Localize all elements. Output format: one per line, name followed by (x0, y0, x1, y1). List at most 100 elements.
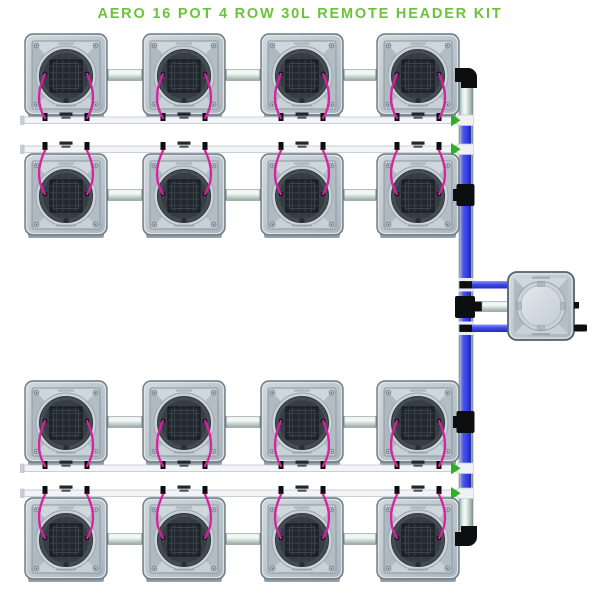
drain-pipe-horizontal (341, 416, 379, 428)
pot-lid-inner-edge (267, 387, 337, 457)
pot-lid-highlight (144, 155, 224, 234)
lid-screw-center (330, 508, 333, 511)
basket-mesh-grid (168, 180, 200, 212)
lid-screw-center (35, 164, 38, 167)
basket-mesh (401, 59, 435, 93)
drain-tee-stub (473, 301, 484, 312)
lid-screw-center (387, 567, 390, 570)
basket-mesh-grid (168, 60, 200, 92)
basket-handle (415, 562, 421, 567)
lid-screw-center (271, 223, 274, 226)
sprinkler-tube (203, 149, 213, 196)
lid-brand-text (408, 224, 428, 227)
pot (24, 153, 108, 238)
tube-fitting (202, 142, 208, 150)
lid-brand-text (410, 162, 426, 165)
lid-screw-center (212, 103, 215, 106)
basket-mesh-grid (286, 180, 318, 212)
basket-mesh (167, 406, 201, 440)
pot (24, 380, 108, 465)
pipe-coupler (411, 485, 425, 489)
basket-mesh-frame (289, 63, 315, 89)
pipe-coupler (59, 460, 73, 464)
basket-mesh (49, 59, 83, 93)
pipe-coupler (61, 464, 71, 467)
header-port-fitting (574, 302, 579, 309)
lid-screw-center (387, 450, 390, 453)
sprinkler-tube (203, 493, 213, 540)
sprinkler-tube (155, 419, 165, 468)
header-lid-tab (537, 281, 545, 287)
tube-fitting (42, 142, 48, 150)
pipe-junction-ring (458, 278, 473, 281)
basket-mesh (285, 179, 319, 213)
lid-brand-text (292, 568, 312, 571)
lid-screw-center (271, 508, 274, 511)
drain-pipe-horizontal (341, 189, 379, 201)
sprinkler-tube (37, 72, 47, 120)
tee-fitting (456, 184, 475, 206)
lid-screw-center (271, 567, 274, 570)
pot-lid-inner-edge (149, 40, 219, 110)
sprinkler-tube (389, 419, 399, 468)
pipe-coupler (179, 116, 189, 119)
drain-pipe-horizontal (105, 189, 145, 201)
tube-fitting (320, 142, 326, 150)
drain-tee-fitting (455, 296, 475, 318)
lid-screw-center (94, 391, 97, 394)
drain-pipe-horizontal (223, 533, 263, 545)
lid-screw-center (330, 450, 333, 453)
basket-mesh-frame (53, 527, 79, 553)
tee-fitting (456, 411, 475, 433)
page-title: AERO 16 POT 4 ROW 30L REMOTE HEADER KIT (97, 6, 503, 22)
lid-screw-center (387, 164, 390, 167)
lid-screw-center (94, 450, 97, 453)
basket-mesh-grid (402, 60, 434, 92)
sprinkler-tube (155, 149, 165, 196)
basket-handle (63, 218, 69, 223)
lid-screw-center (153, 391, 156, 394)
lid-brand-text (292, 224, 312, 227)
lid-brand-text (176, 42, 192, 45)
lid-brand-text (58, 506, 74, 509)
sprinkler-tube (437, 72, 447, 120)
pipe-coupler (177, 460, 191, 464)
pot-lid-inner-edge (31, 387, 101, 457)
pipe-coupler (295, 112, 309, 116)
pot (376, 153, 460, 238)
elbow-fitting (455, 68, 477, 88)
pot-lid-highlight (26, 382, 106, 461)
pot (376, 33, 460, 118)
lid-brand-text (58, 42, 74, 45)
lid-screw-center (446, 103, 449, 106)
lid-brand-text (176, 389, 192, 392)
tube-fitting (160, 142, 166, 150)
lid-brand-text (292, 451, 312, 454)
tube-fitting (84, 142, 90, 150)
lid-screw-center (35, 391, 38, 394)
pot-row-2 (24, 153, 460, 238)
sprinkler-tube (155, 72, 165, 120)
basket-mesh (167, 59, 201, 93)
basket-handle (63, 562, 69, 567)
lid-screw-center (94, 223, 97, 226)
header-highlight (509, 273, 573, 339)
lid-brand-text (294, 42, 310, 45)
pipe-coupler (411, 141, 425, 145)
sprinkler-tube (273, 72, 283, 120)
pipe-coupler (59, 112, 73, 116)
lid-screw-center (330, 567, 333, 570)
basket-mesh (401, 523, 435, 557)
lid-screw-center (153, 164, 156, 167)
pipe-coupler (179, 464, 189, 467)
pot-lid-highlight (144, 499, 224, 578)
basket-mesh (285, 406, 319, 440)
lid-brand-text (56, 224, 76, 227)
lid-brand-text (410, 389, 426, 392)
pot-lid-highlight (144, 382, 224, 461)
lid-screw-center (153, 223, 156, 226)
basket-mesh-frame (53, 410, 79, 436)
pot-row-3 (24, 380, 460, 465)
pot-lid-inner-edge (149, 387, 219, 457)
tube-fitting (202, 486, 208, 494)
